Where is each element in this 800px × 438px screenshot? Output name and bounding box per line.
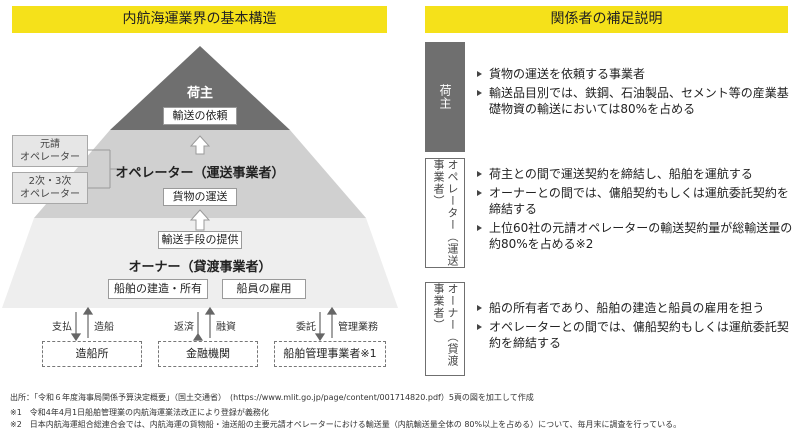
arrow-label-shipbuilding: 造船 bbox=[94, 322, 114, 333]
arrow-up-icon bbox=[189, 135, 211, 155]
bullet-item: オーナーとの間では、傭船契約もしくは運航委託契約を締結する bbox=[475, 185, 793, 217]
shipper-title: 荷主 bbox=[186, 86, 213, 101]
arrow-label-management: 管理業務 bbox=[338, 322, 378, 333]
owner-title: オーナー（貸渡事業者） bbox=[128, 260, 272, 275]
footnote-1: ※1 令和4年4月1日船舶管理業の内航海運業法改正により登録が義務化 bbox=[10, 408, 269, 417]
structure-header: 内航海運業界の基本構造 bbox=[12, 6, 387, 33]
prime-operator-box: 元請 オペレーター bbox=[12, 135, 88, 167]
pyramid-tier-operator bbox=[34, 130, 366, 218]
arrow-label-repayment: 返済 bbox=[174, 322, 194, 333]
arrow-label-payment: 支払 bbox=[52, 322, 72, 333]
bullet-item: 荷主との間で運送契約を締結し、船舶を運航する bbox=[475, 166, 793, 182]
section-operator-bullets: 荷主との間で運送契約を締結し、船舶を運航する オーナーとの間では、傭船契約もしく… bbox=[475, 166, 793, 255]
arrow-up-icon bbox=[189, 209, 211, 231]
transport-means-box: 輸送手段の提供 bbox=[158, 231, 242, 249]
arrow-label-financing: 融資 bbox=[216, 322, 236, 333]
bullet-item: 上位60社の元請オペレーターの輸送契約量が総輸送量の約80%を占める※2 bbox=[475, 220, 793, 252]
crew-employment-box: 船員の雇用 bbox=[222, 279, 306, 299]
shipbuilder-box: 造船所 bbox=[42, 341, 142, 367]
pyramid-tier-shipper bbox=[110, 46, 290, 130]
section-owner-bullets: 船の所有者であり、船舶の建造と船員の雇用を担う オペレーターとの間では、傭船契約… bbox=[475, 300, 793, 354]
secondary-operator-box: 2次・3次 オペレーター bbox=[12, 172, 88, 204]
secondary-operator-line2: オペレーター bbox=[20, 189, 80, 200]
bullet-item: 船の所有者であり、船舶の建造と船員の雇用を担う bbox=[475, 300, 793, 316]
bullet-item: 貨物の運送を依頼する事業者 bbox=[475, 66, 793, 82]
finance-box: 金融機関 bbox=[158, 341, 258, 367]
section-label-operator: オペレーター（運送事業者） bbox=[425, 158, 465, 268]
source-note: 出所：「令和６年度海事局関係予算決定概要」（国土交通省） (https://ww… bbox=[10, 393, 534, 402]
arrow-label-outsourcing: 委託 bbox=[296, 322, 316, 333]
secondary-operator-line1: 2次・3次 bbox=[28, 176, 72, 187]
transport-request-box: 輸送の依頼 bbox=[163, 107, 237, 125]
bullet-item: 輸送品目別では、鉄鋼、石油製品、セメント等の産業基礎物資の輸送においては80%を… bbox=[475, 85, 793, 117]
prime-operator-line2: オペレーター bbox=[20, 152, 80, 163]
section-label-shipper: 荷主 bbox=[425, 42, 465, 152]
cargo-transport-box: 貨物の運送 bbox=[163, 188, 237, 206]
prime-operator-line1: 元請 bbox=[40, 139, 60, 150]
section-shipper-bullets: 貨物の運送を依頼する事業者 輸送品目別では、鉄鋼、石油製品、セメント等の産業基礎… bbox=[475, 66, 793, 120]
bullet-item: オペレーターとの間では、傭船契約もしくは運航委託契約を締結する bbox=[475, 319, 793, 351]
ship-building-box: 船舶の建造・所有 bbox=[108, 279, 208, 299]
footnote-2: ※2 日本内航海運組合総連合会では、内航海運の貨物船・油送船の主要元請オペレータ… bbox=[10, 420, 682, 429]
ship-management-box: 船舶管理事業者※1 bbox=[274, 341, 386, 367]
section-label-owner: オーナー（貸渡事業者） bbox=[425, 282, 465, 376]
operator-title: オペレーター（運送事業者） bbox=[115, 166, 285, 181]
supplement-header: 関係者の補足説明 bbox=[425, 6, 788, 33]
